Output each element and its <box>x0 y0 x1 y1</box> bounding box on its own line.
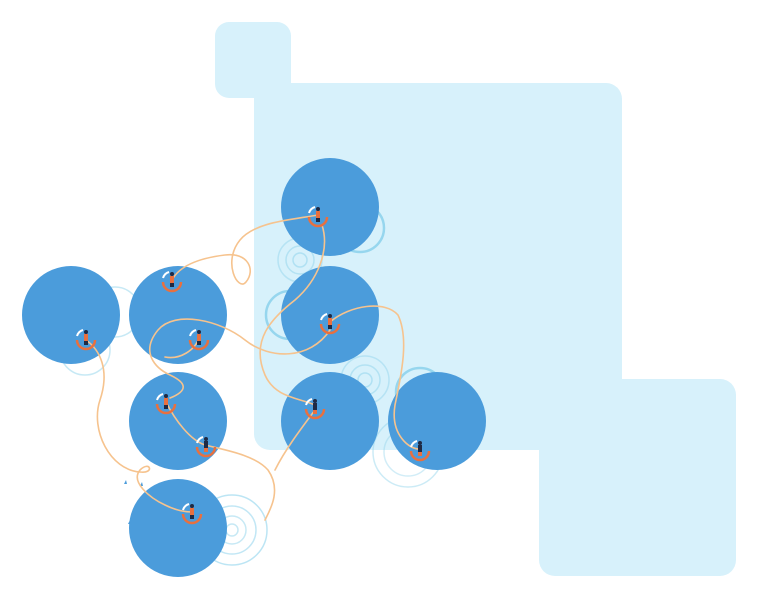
droplet <box>128 520 131 524</box>
circle-left <box>22 266 120 364</box>
person-icon <box>75 329 97 351</box>
winding-path <box>85 214 421 521</box>
circle-group <box>22 158 486 577</box>
circle-upper-left <box>129 266 227 364</box>
figure-group <box>75 206 431 525</box>
background-panel-right <box>539 379 736 576</box>
circle-top-center <box>281 158 379 256</box>
person-icon <box>181 503 203 525</box>
droplet-group <box>124 480 143 524</box>
droplet <box>124 480 127 484</box>
ripple-ring-group <box>196 494 268 566</box>
person-icon <box>319 313 341 335</box>
circle-right <box>388 372 486 470</box>
ripple-rings <box>59 202 446 566</box>
person-icon <box>307 206 329 228</box>
person-icon <box>188 329 210 351</box>
person-icon <box>155 393 177 415</box>
circle-lower-center <box>281 372 379 470</box>
person-icon <box>304 398 326 420</box>
person-icon <box>161 271 183 293</box>
circle-bottom <box>129 479 227 577</box>
person-icon <box>409 440 431 462</box>
person-icon <box>195 436 217 458</box>
